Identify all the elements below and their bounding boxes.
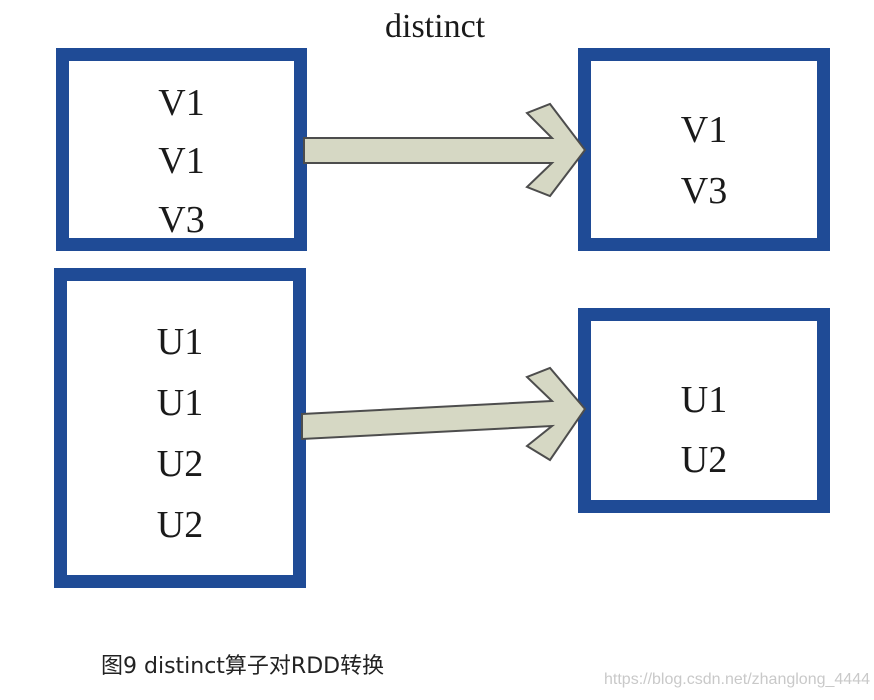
box-item: V3 xyxy=(158,199,205,241)
box-item: V3 xyxy=(680,170,728,212)
box-item: U1 xyxy=(156,382,204,424)
box-item: V1 xyxy=(158,82,205,124)
box-item: U1 xyxy=(680,379,728,421)
watermark: https://blog.csdn.net/zhanglong_4444 xyxy=(604,671,870,688)
transform-arrow-bottom xyxy=(301,366,587,462)
transform-arrow-top xyxy=(303,102,587,198)
source-box-v: V1 V1 V3 xyxy=(56,48,307,251)
box-item: U1 xyxy=(156,321,204,363)
box-item: U2 xyxy=(156,443,204,485)
figure-caption: 图9 distinct算子对RDD转换 xyxy=(101,654,385,679)
box-item: U2 xyxy=(680,439,728,481)
result-box-v: V1 V3 xyxy=(578,48,830,251)
box-item: V1 xyxy=(680,109,728,151)
result-box-u: U1 U2 xyxy=(578,308,830,513)
source-box-u: U1 U1 U2 U2 xyxy=(54,268,306,588)
diagram-title: distinct xyxy=(385,8,486,45)
box-item: V1 xyxy=(158,140,205,182)
box-item: U2 xyxy=(156,504,204,546)
